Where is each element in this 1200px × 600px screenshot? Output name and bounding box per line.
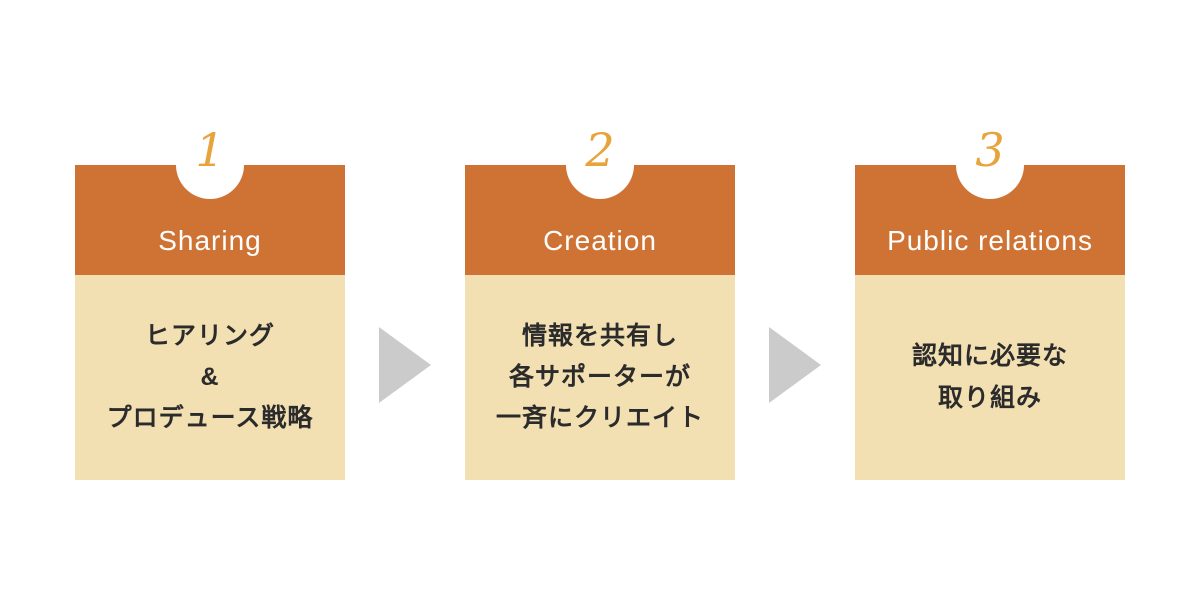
step-header-public-relations: Public relations bbox=[855, 165, 1125, 275]
step-body-creation: 情報を共有し 各サポーターが 一斉にクリエイト bbox=[465, 275, 735, 480]
step-number-1: 1 bbox=[195, 123, 225, 177]
process-diagram: 1 Sharing ヒアリング & プロデュース戦略 2 Creation 情報… bbox=[75, 127, 1125, 480]
step-card-creation: 2 Creation 情報を共有し 各サポーターが 一斉にクリエイト bbox=[465, 127, 735, 480]
step-title-sharing: Sharing bbox=[158, 225, 262, 256]
step-card-public-relations: 3 Public relations 認知に必要な 取り組み bbox=[855, 127, 1125, 480]
step-number-2: 2 bbox=[585, 123, 615, 177]
step-title-creation: Creation bbox=[543, 225, 657, 256]
step-card-sharing: 1 Sharing ヒアリング & プロデュース戦略 bbox=[75, 127, 345, 480]
step-number-3: 3 bbox=[975, 123, 1005, 177]
arrow-right-icon bbox=[379, 326, 431, 403]
arrow-right-icon bbox=[769, 326, 821, 403]
step-body-public-relations: 認知に必要な 取り組み bbox=[855, 275, 1125, 480]
step-header-sharing: Sharing bbox=[75, 165, 345, 275]
arrow-cell-2 bbox=[735, 165, 855, 480]
step-title-public-relations: Public relations bbox=[887, 225, 1093, 256]
arrow-cell-1 bbox=[345, 165, 465, 480]
step-body-sharing: ヒアリング & プロデュース戦略 bbox=[75, 275, 345, 480]
step-header-creation: Creation bbox=[465, 165, 735, 275]
